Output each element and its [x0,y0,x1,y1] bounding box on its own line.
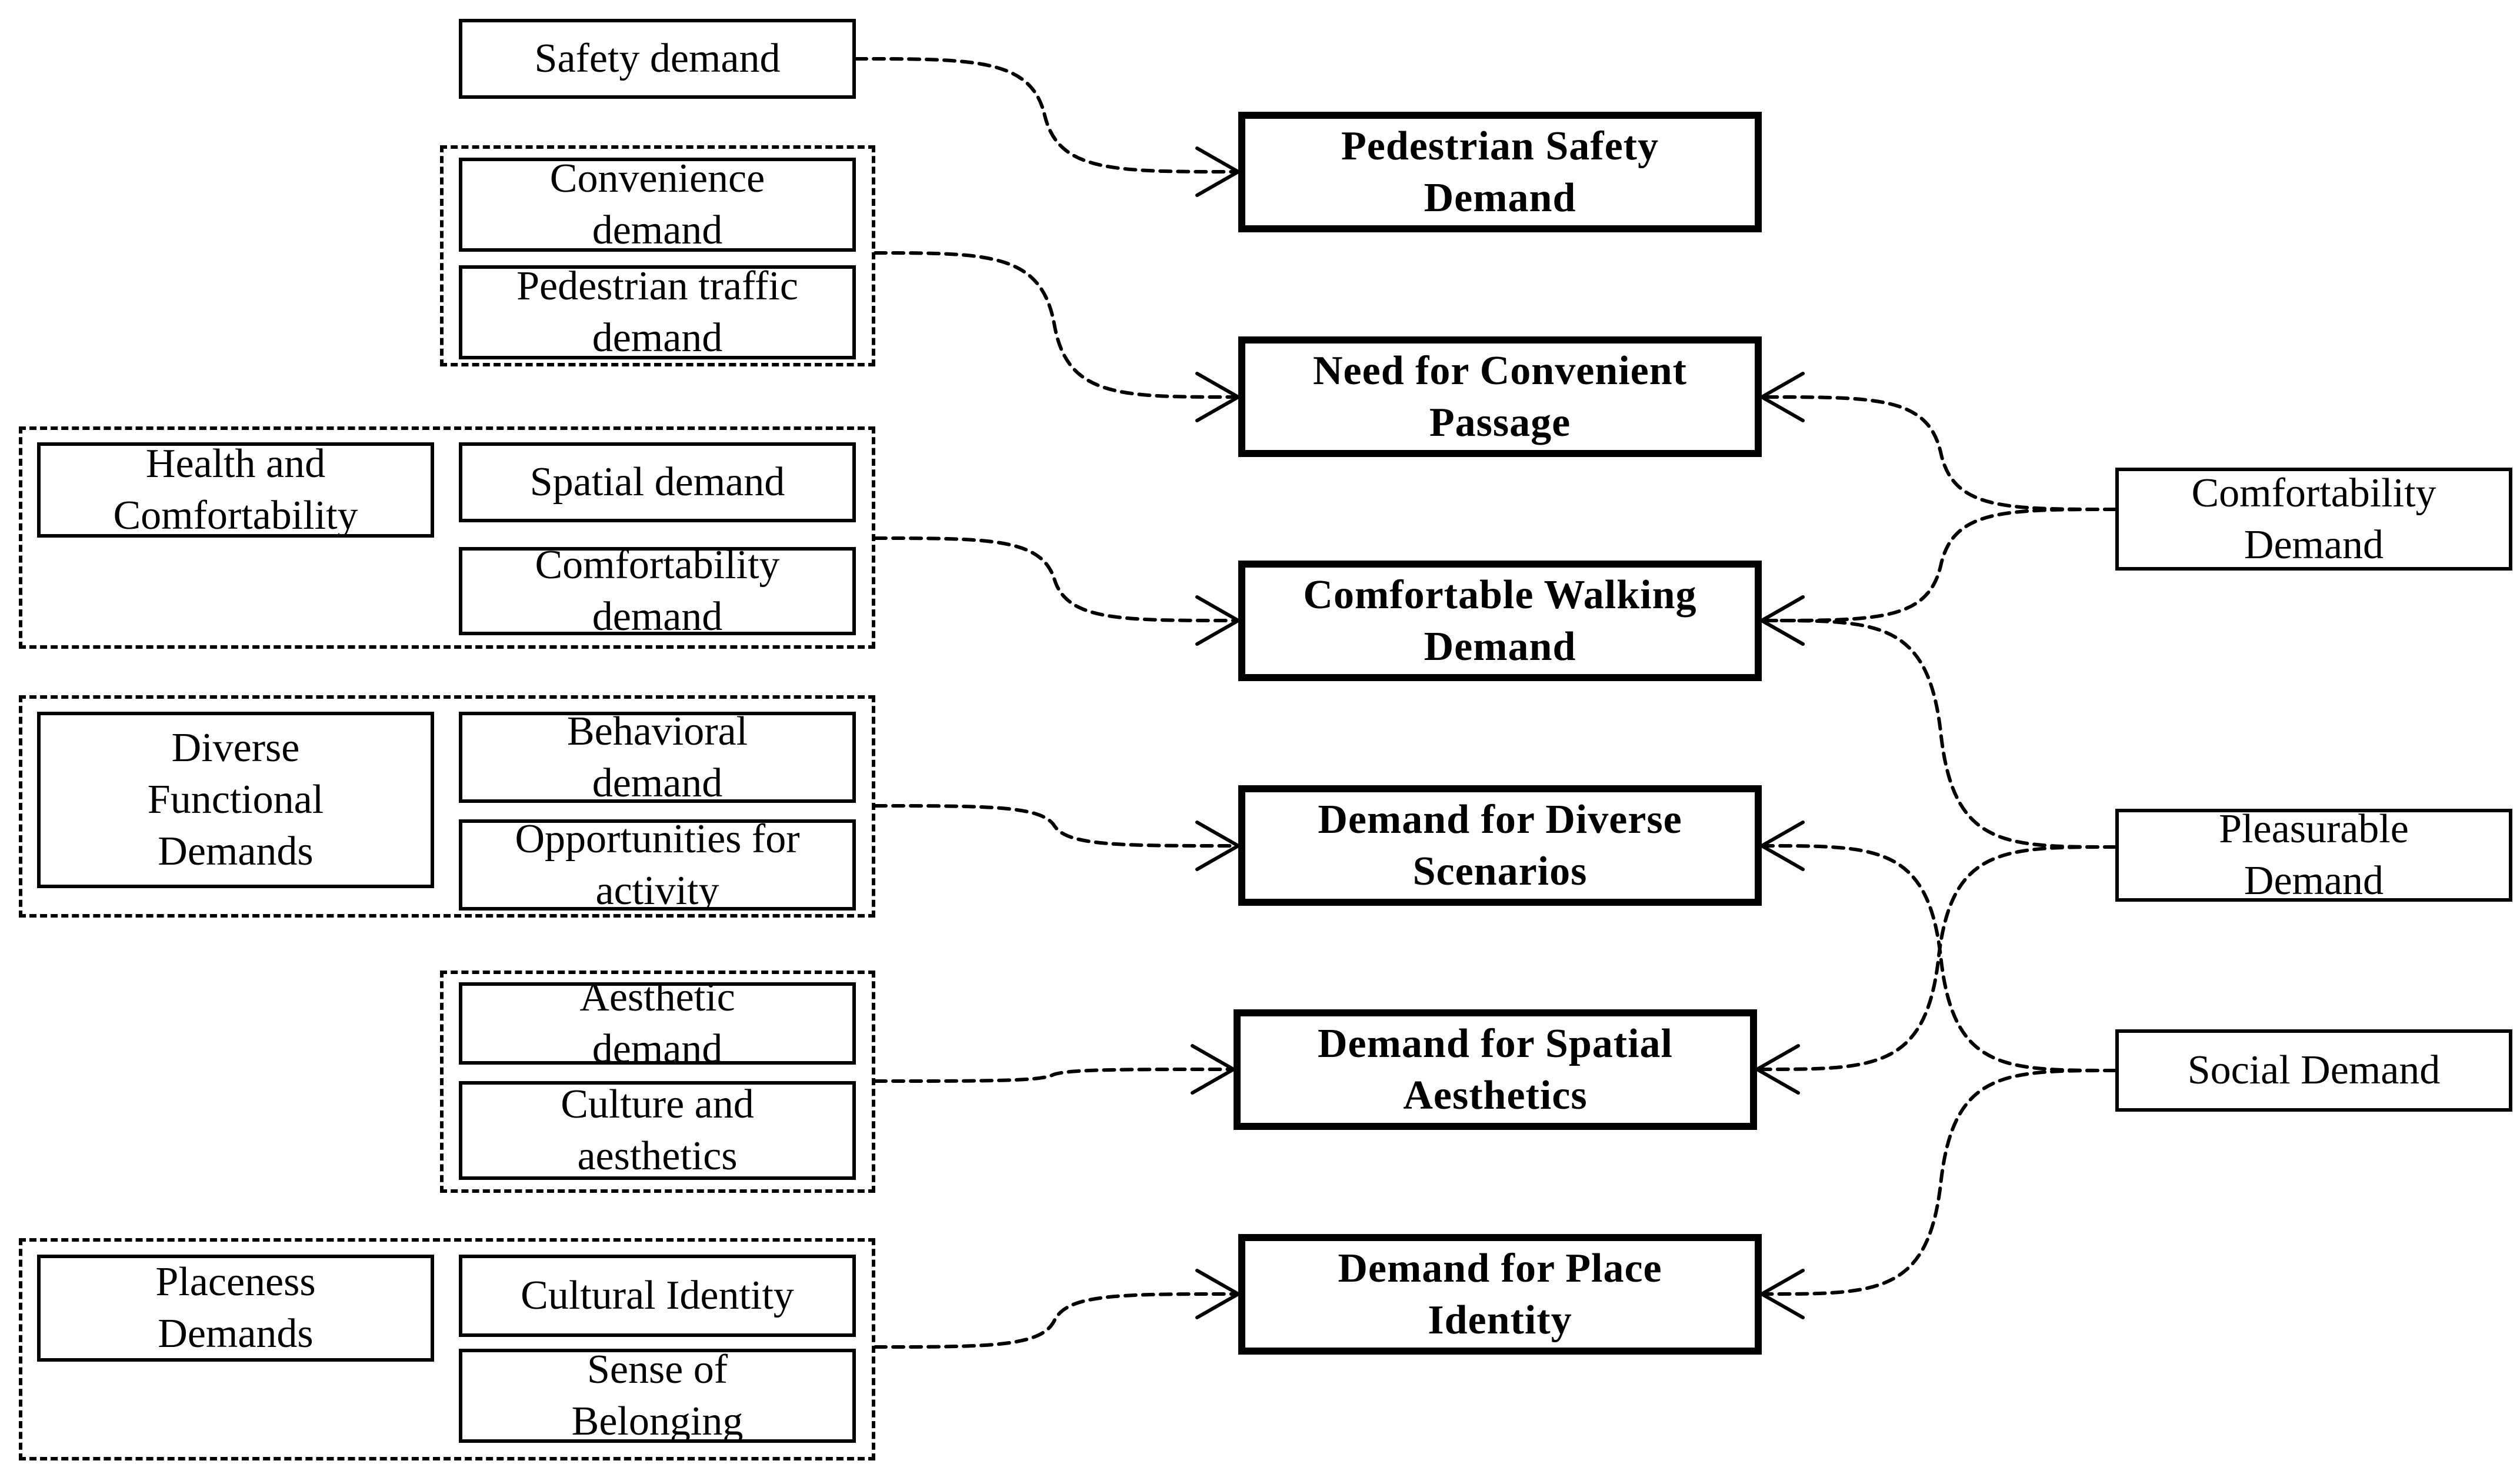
connector-pleasurable-to-walking-arrow [1760,595,1805,646]
comfortability-demand-label: Comfortability demand [535,547,780,635]
connector-safety [854,57,1235,174]
right-comfortability-demand: Comfortability Demand [2115,468,2512,571]
connector-convenience [874,251,1235,399]
sense-of-belonging-label: Sense of Belonging [571,1349,744,1443]
connector-social-to-diverse [1765,844,2117,1072]
placeness-demands-label: Placeness Demands [155,1259,316,1356]
connector-social-to-identity [1765,1069,2117,1296]
right-pleasurable-demand: Pleasurable Demand [2115,809,2512,902]
culture-aesthetics-box: Culture and aesthetics [459,1081,856,1180]
group-placeness [19,1238,875,1460]
placeness-demands-box: Placeness Demands [37,1255,434,1362]
connector-pleasurable-to-walking [1765,619,2117,849]
cultural-identity-box: Cultural Identity [459,1255,856,1337]
target-comfortable-walking-label: Comfortable Walking Demand [1303,572,1697,669]
connector-comfort-to-convenient [1765,395,2117,511]
diverse-functional-demands-box: Diverse Functional Demands [37,712,434,888]
connector-placeness [874,1292,1235,1349]
connector-comfort-to-convenient-arrow [1760,372,1805,422]
spatial-demand-box: Spatial demand [459,442,856,522]
convenience-demand-box: Convenience demand [459,158,856,252]
target-spatial-aesthetics-label: Demand for Spatial Aesthetics [1318,1021,1673,1118]
connector-diverse [874,804,1235,848]
pedestrian-traffic-demand-box: Pedestrian traffic demand [459,265,856,359]
target-pedestrian-safety-label: Pedestrian Safety Demand [1341,123,1659,221]
connector-comfort-to-walking [1765,508,2117,622]
target-place-identity-label: Demand for Place Identity [1338,1245,1662,1343]
target-place-identity: Demand for Place Identity [1238,1234,1762,1355]
aesthetic-demand-box: Aesthetic demand [459,982,856,1065]
group-diverse [19,695,875,918]
target-diverse-scenarios: Demand for Diverse Scenarios [1238,785,1762,906]
connector-aesthetic [874,1068,1231,1083]
connector-pleasurable-to-aesthetics-arrow [1755,1044,1800,1095]
connector-social-to-diverse-arrow [1760,821,1805,871]
target-diverse-scenarios-label: Demand for Diverse Scenarios [1318,796,1682,894]
behavioral-demand-label: Behavioral demand [566,712,748,803]
group-aesthetic [440,971,875,1193]
connector-health [874,536,1235,622]
spatial-demand-label: Spatial demand [529,459,785,505]
target-comfortable-walking: Comfortable Walking Demand [1238,561,1762,681]
opportunities-activity-box: Opportunities for activity [459,819,856,911]
connector-social-to-identity-arrow [1760,1269,1805,1319]
connector-pleasurable-to-aesthetics [1760,845,2117,1071]
health-comfortability-box: Health and Comfortability [37,442,434,538]
convenience-demand-label: Convenience demand [549,158,765,252]
group-convenience [440,145,875,366]
cultural-identity-label: Cultural Identity [521,1273,794,1318]
target-spatial-aesthetics: Demand for Spatial Aesthetics [1234,1009,1757,1130]
culture-aesthetics-label: Culture and aesthetics [561,1082,754,1179]
opportunities-activity-label: Opportunities for activity [515,819,800,911]
comfortability-demand-box: Comfortability demand [459,547,856,635]
health-comfortability-label: Health and Comfortability [113,442,358,538]
behavioral-demand-box: Behavioral demand [459,712,856,803]
right-social-demand-label: Social Demand [2187,1048,2441,1093]
group-health [19,426,875,649]
sense-of-belonging-box: Sense of Belonging [459,1349,856,1443]
target-convenient-passage-label: Need for Convenient Passage [1313,348,1687,445]
target-pedestrian-safety: Pedestrian Safety Demand [1238,112,1762,232]
target-convenient-passage: Need for Convenient Passage [1238,336,1762,457]
right-pleasurable-demand-label: Pleasurable Demand [2219,809,2409,902]
safety-demand-box: Safety demand [459,19,856,99]
diverse-functional-demands-label: Diverse Functional Demands [147,725,324,874]
right-comfortability-demand-label: Comfortability Demand [2191,470,2436,568]
right-social-demand: Social Demand [2115,1029,2512,1112]
aesthetic-demand-label: Aesthetic demand [579,982,735,1065]
pedestrian-traffic-demand-label: Pedestrian traffic demand [516,265,798,359]
safety-demand-label: Safety demand [534,36,781,81]
